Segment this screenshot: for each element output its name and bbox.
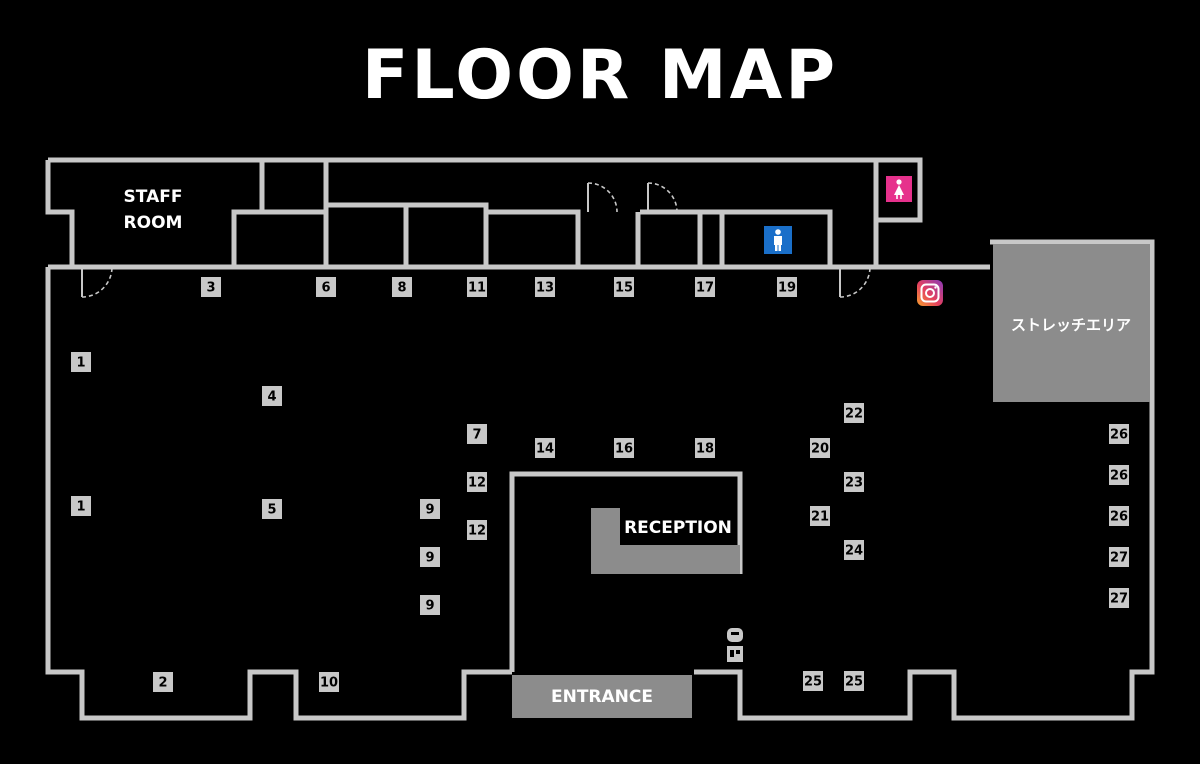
machine-number: 27 [1110, 551, 1128, 566]
machine-marker: 26 [1109, 506, 1129, 526]
staff-room-label: ROOM [124, 213, 183, 233]
machine-marker: 11 [467, 277, 487, 297]
machine-number: 18 [696, 442, 714, 457]
machine-markers: 1123456789991011121213141516171819202122… [71, 277, 1129, 692]
machine-number: 10 [320, 676, 338, 691]
machine-marker: 18 [695, 438, 715, 458]
machine-marker: 26 [1109, 465, 1129, 485]
upper-wall [45, 157, 923, 267]
machine-number: 24 [845, 544, 863, 559]
machine-marker: 27 [1109, 588, 1129, 608]
machine-marker: 26 [1109, 424, 1129, 444]
machine-marker: 3 [201, 277, 221, 297]
machine-marker: 19 [777, 277, 797, 297]
storage-wall [326, 202, 581, 265]
machine-marker: 9 [420, 547, 440, 567]
instagram-icon [917, 280, 943, 306]
machine-number: 14 [536, 442, 554, 457]
machine-marker: 1 [71, 352, 91, 372]
page-title: FLOOR MAP [361, 36, 839, 115]
machine-marker: 1 [71, 496, 91, 516]
machine-marker: 17 [695, 277, 715, 297]
machine-marker: 25 [803, 671, 823, 691]
stretch-area [993, 244, 1150, 402]
machine-number: 4 [267, 390, 276, 405]
main-outer-wall [45, 239, 1155, 721]
machine-marker: 8 [392, 277, 412, 297]
machine-number: 26 [1110, 428, 1128, 443]
machine-number: 8 [397, 281, 406, 296]
doors [81, 182, 871, 298]
machine-number: 15 [615, 281, 633, 296]
machine-number: 21 [811, 510, 829, 525]
machine-number: 25 [845, 675, 863, 690]
machine-number: 12 [468, 524, 486, 539]
reception-counter [591, 508, 740, 574]
machine-marker: 21 [810, 506, 830, 526]
entrance-label: ENTRANCE [551, 687, 653, 707]
corridor-wall [635, 209, 833, 265]
machine-marker: 25 [844, 671, 864, 691]
machine-number: 2 [158, 676, 167, 691]
reception-label: RECEPTION [624, 518, 732, 538]
machine-marker: 10 [319, 672, 339, 692]
machine-marker: 9 [420, 499, 440, 519]
machine-number: 5 [267, 503, 276, 518]
machine-marker: 12 [467, 520, 487, 540]
machine-number: 26 [1110, 469, 1128, 484]
machine-marker: 20 [810, 438, 830, 458]
machine-number: 3 [206, 281, 215, 296]
machine-number: 27 [1110, 592, 1128, 607]
stretch-area-label: ストレッチエリア [1011, 316, 1131, 334]
machine-number: 6 [321, 281, 330, 296]
machine-number: 16 [615, 442, 633, 457]
machine-marker: 22 [844, 403, 864, 423]
machine-number: 7 [472, 428, 481, 443]
machine-number: 1 [76, 356, 85, 371]
entrance [512, 675, 692, 718]
water-fountain-icon [727, 628, 743, 642]
machine-number: 22 [845, 407, 863, 422]
machine-number: 13 [536, 281, 554, 296]
machine-marker: 2 [153, 672, 173, 692]
machine-marker: 7 [467, 424, 487, 444]
machine-number: 20 [811, 442, 829, 457]
machine-marker: 9 [420, 595, 440, 615]
staff-room-wall [231, 209, 326, 265]
vending-icon [727, 646, 743, 662]
machine-number: 9 [425, 503, 434, 518]
machine-marker: 27 [1109, 547, 1129, 567]
machine-number: 25 [804, 675, 822, 690]
machine-marker: 15 [614, 277, 634, 297]
machine-marker: 24 [844, 540, 864, 560]
machine-number: 26 [1110, 510, 1128, 525]
machine-number: 9 [425, 551, 434, 566]
machine-number: 1 [76, 500, 85, 515]
machine-marker: 13 [535, 277, 555, 297]
machine-marker: 16 [614, 438, 634, 458]
staff-room-label: STAFF [124, 187, 183, 207]
machine-marker: 12 [467, 472, 487, 492]
machine-marker: 4 [262, 386, 282, 406]
machine-number: 9 [425, 599, 434, 614]
machine-marker: 23 [844, 472, 864, 492]
machine-number: 23 [845, 476, 863, 491]
machine-number: 12 [468, 476, 486, 491]
machine-number: 19 [778, 281, 796, 296]
male-restroom-icon [764, 226, 792, 254]
reception-hall-wall [509, 471, 743, 672]
machine-marker: 5 [262, 499, 282, 519]
female-restroom-icon [886, 176, 912, 202]
machine-number: 11 [468, 281, 486, 296]
machine-marker: 14 [535, 438, 555, 458]
machine-marker: 6 [316, 277, 336, 297]
machine-number: 17 [696, 281, 714, 296]
